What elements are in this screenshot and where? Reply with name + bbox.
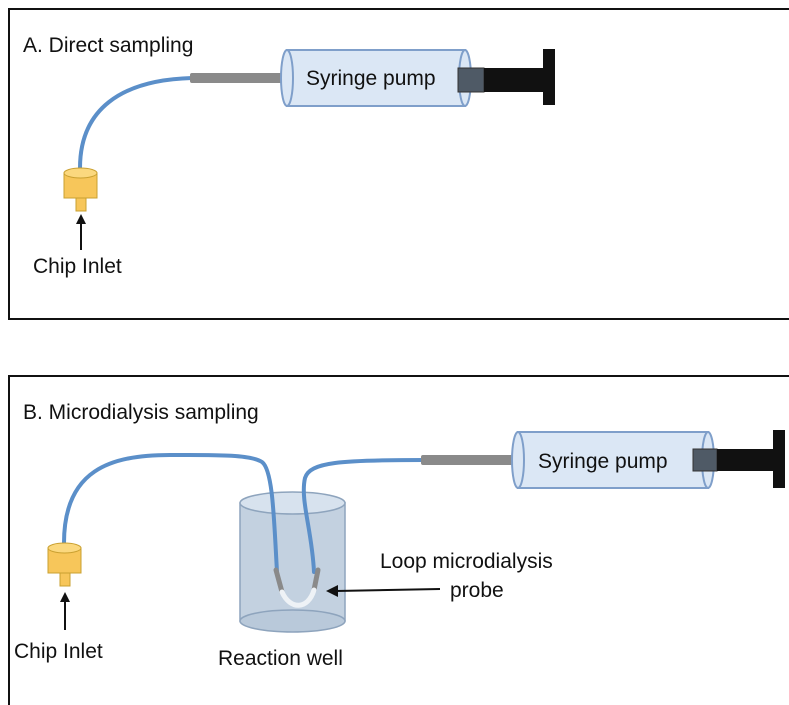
panel-b-chip-inlet (47, 542, 82, 587)
probe-label-line2: probe (450, 579, 504, 602)
panel-b-inlet-tubing (62, 452, 279, 574)
panel-a-tubing (78, 76, 194, 170)
syringe-barrel-end (511, 431, 525, 489)
panel-b-inlet-arrowhead (60, 592, 70, 602)
well-bottom (239, 609, 346, 633)
panel-a-chip-inlet (63, 167, 98, 212)
panel-b-syringe-label: Syringe pump (538, 450, 668, 473)
panel-a: A. Direct sampling Syringe pump Chip Inl… (8, 8, 789, 320)
panel-a-syringe-label: Syringe pump (306, 67, 436, 90)
panel-b-syringe: Syringe pump (511, 430, 785, 489)
probe-shaft-right (311, 567, 321, 593)
panel-a-title: A. Direct sampling (23, 34, 193, 57)
probe-arrowhead (326, 585, 338, 597)
plunger-seal (457, 67, 485, 93)
plunger-seal (692, 448, 718, 472)
panel-b-inlet-label: Chip Inlet (14, 640, 103, 663)
probe-shaft-left (273, 567, 285, 595)
inlet-stem (59, 572, 71, 587)
panel-a-frame (8, 8, 789, 320)
panel-a-inlet-label: Chip Inlet (33, 255, 122, 278)
plunger-rod (717, 449, 775, 471)
reaction-well-label: Reaction well (218, 647, 343, 670)
probe-membrane-loop (279, 587, 317, 608)
panel-a-inlet-arrowhead (76, 214, 86, 224)
panel-a-syringe: Syringe pump (280, 49, 555, 107)
panel-b-needle (421, 455, 521, 465)
probe-arrow (335, 588, 441, 592)
syringe-barrel-end (280, 49, 294, 107)
plunger-thumb (773, 430, 785, 488)
panel-b-title: B. Microdialysis sampling (23, 401, 259, 424)
probe-label-line1: Loop microdialysis (380, 550, 553, 573)
panel-b-syringe-tubing (301, 458, 427, 574)
panel-b: B. Microdialysis sampling Syringe (8, 375, 789, 705)
panel-a-needle (190, 73, 290, 83)
reaction-well (239, 491, 346, 633)
inlet-top (47, 542, 82, 554)
inlet-top (63, 167, 98, 179)
panel-b-frame (8, 375, 789, 705)
plunger-thumb (543, 49, 555, 105)
well-top (239, 491, 346, 515)
inlet-stem (75, 197, 87, 212)
loop-microdialysis-probe (273, 567, 321, 608)
plunger-rod (484, 68, 544, 92)
